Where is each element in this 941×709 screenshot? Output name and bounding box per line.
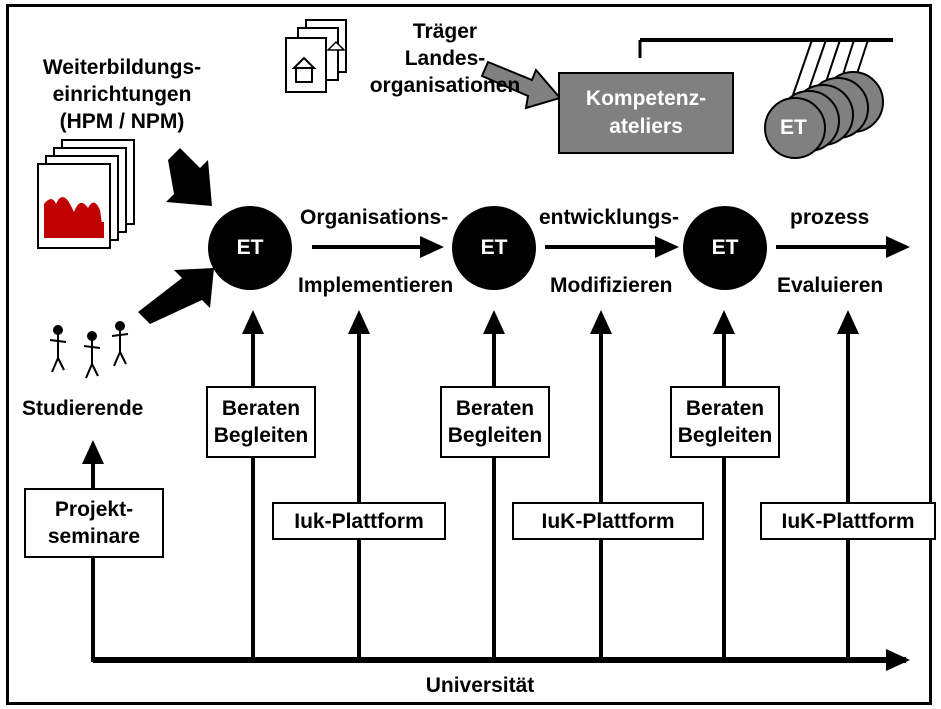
iuk-plattform-box-3: IuK-Plattform (760, 502, 936, 540)
beraten-box-2: Beraten Begleiten (440, 386, 550, 458)
et-circle-2: ET (452, 206, 536, 290)
beraten-label-1: Beraten (221, 397, 301, 420)
traeger-line1: Träger (412, 20, 478, 43)
beraten-label-3: Beraten (685, 397, 765, 420)
kompetenz-line1: Kompetenz- (585, 87, 707, 110)
et-circle-3: ET (683, 206, 767, 290)
weiterbildung-line3: (HPM / NPM) (59, 110, 185, 133)
projekt-box: Projekt- seminare (24, 488, 164, 558)
arrow-studierende-to-et (138, 268, 214, 324)
projekt-line1: Projekt- (54, 498, 134, 521)
weiterbildung-line2: einrichtungen (52, 83, 192, 106)
arrow-traeger-to-kompetenz (480, 60, 562, 110)
cradle-et-label: ET (780, 116, 807, 139)
iuk-plattform-label-1: Iuk-Plattform (294, 509, 424, 533)
begleiten-label-3: Begleiten (677, 424, 773, 447)
pendulum-cradle (638, 38, 893, 159)
evaluieren-label: Evaluieren (777, 274, 884, 297)
iuk-plattform-label-3: IuK-Plattform (781, 509, 915, 533)
prozess-label: prozess (790, 206, 870, 229)
traeger-line3: organisationen (369, 74, 521, 97)
begleiten-label-2: Begleiten (447, 424, 543, 447)
universitaet-label: Universität (425, 674, 535, 697)
et-circle-1: ET (208, 206, 292, 290)
traeger-line2: Landes- (404, 47, 486, 70)
weiterbildung-line1: Weiterbildungs- (42, 56, 202, 79)
traeger-label: Träger Landes- organisationen (345, 18, 545, 99)
entwicklungs-label: entwicklungs- (539, 206, 680, 229)
iuk-plattform-label-2: IuK-Plattform (541, 509, 675, 533)
beraten-label-2: Beraten (455, 397, 535, 420)
modifizieren-label: Modifizieren (550, 274, 673, 297)
photo-stack-icon (37, 139, 135, 249)
kompetenz-box: Kompetenz- ateliers (558, 72, 734, 154)
beraten-box-1: Beraten Begleiten (206, 386, 316, 458)
arrow-weiterbildung-to-et (166, 148, 212, 206)
projekt-line2: seminare (47, 525, 141, 548)
beraten-box-3: Beraten Begleiten (670, 386, 780, 458)
students-icon (49, 321, 129, 379)
begleiten-label-1: Begleiten (213, 424, 309, 447)
weiterbildung-label: Weiterbildungs- einrichtungen (HPM / NPM… (22, 54, 222, 135)
document-stack-icon (285, 19, 347, 93)
implementieren-label: Implementieren (298, 274, 454, 297)
iuk-plattform-box-2: IuK-Plattform (512, 502, 704, 540)
organisations-label: Organisations- (300, 206, 449, 229)
studierende-label: Studierende (22, 397, 144, 420)
kompetenz-line2: ateliers (609, 115, 683, 138)
iuk-plattform-box-1: Iuk-Plattform (272, 502, 446, 540)
